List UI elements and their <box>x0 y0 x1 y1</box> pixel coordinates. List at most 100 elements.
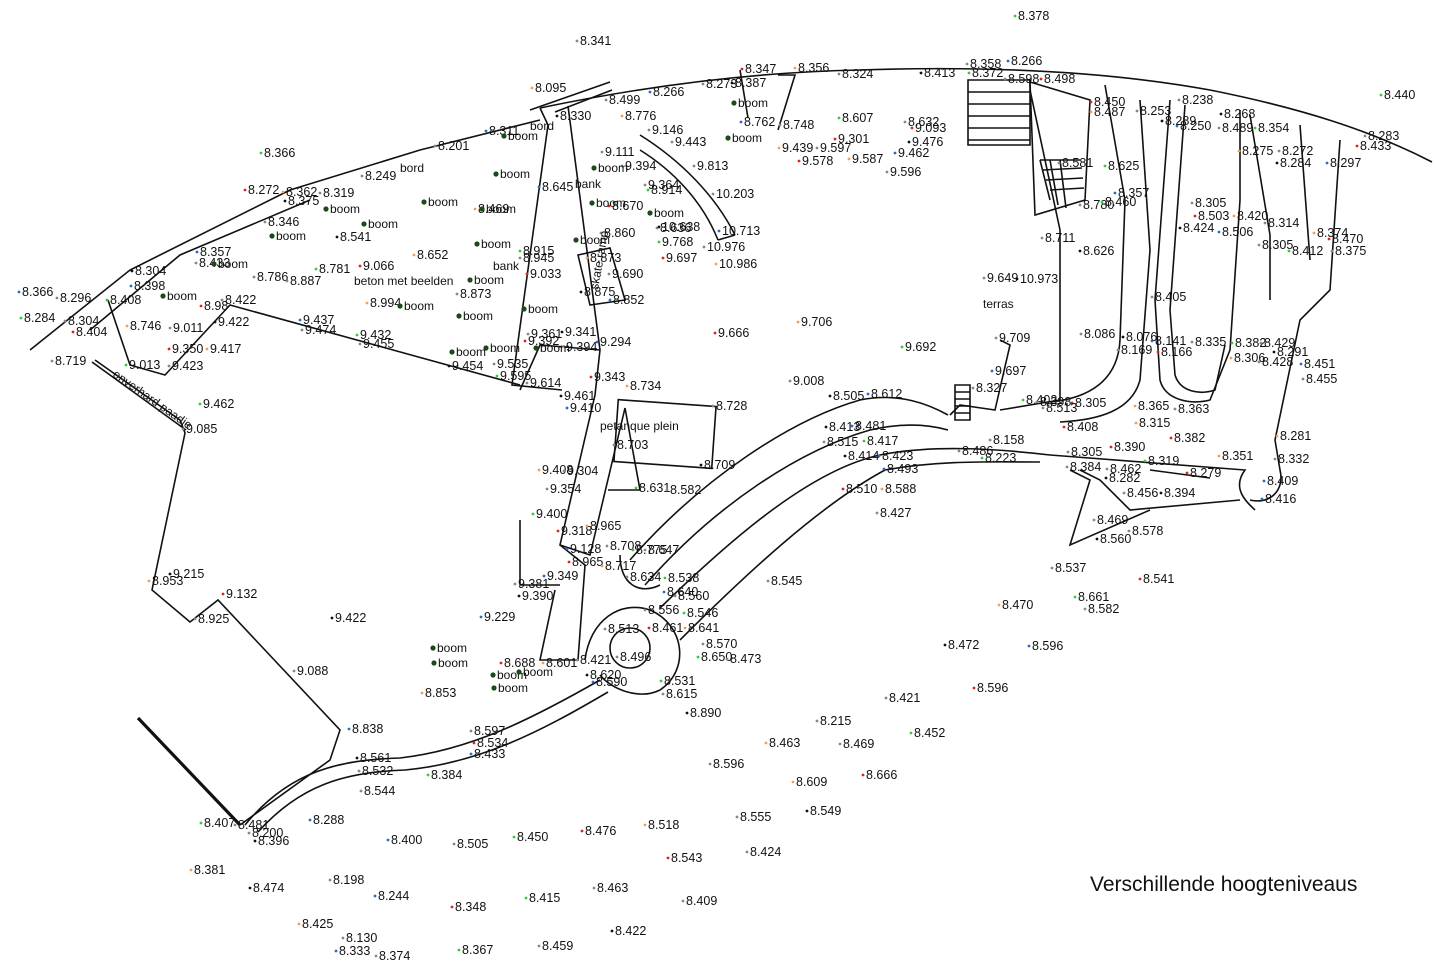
spot-height-dot <box>815 146 819 150</box>
spot-height: 8.440 <box>1379 88 1415 102</box>
spot-height: 10.638 <box>657 220 700 234</box>
spot-height: 8.423 <box>877 449 913 463</box>
tree-label: boom <box>438 656 468 670</box>
spot-height-dot <box>793 66 797 70</box>
spot-height-dot <box>355 756 359 760</box>
spot-height-value: 9.394 <box>566 340 597 354</box>
stair-lines <box>968 91 1030 141</box>
spot-height-value: 8.365 <box>1138 399 1169 413</box>
spot-height-value: 9.595 <box>500 369 531 383</box>
spot-height: 8.305 <box>1070 396 1106 410</box>
spot-height: 8.647 <box>643 543 679 557</box>
spot-height: 8.306 <box>1229 351 1265 365</box>
spot-height-value: 9.422 <box>335 611 366 625</box>
spot-height-value: 8.420 <box>1237 209 1268 223</box>
spot-height-value: 8.363 <box>1178 402 1209 416</box>
spot-height: 8.612 <box>866 387 902 401</box>
spot-height: 8.590 <box>591 675 627 689</box>
spot-height-value: 9.709 <box>999 331 1030 345</box>
tree-icon <box>491 685 497 691</box>
spot-height-value: 9.361 <box>531 327 562 341</box>
tree-icon <box>490 672 496 678</box>
spot-height-dot <box>314 267 318 271</box>
diagonal-path-outer-2 <box>659 447 1051 609</box>
spot-height: 8.374 <box>1312 226 1348 240</box>
spot-height-value: 8.498 <box>1044 72 1075 86</box>
spot-height-value: 9.768 <box>662 235 693 249</box>
spot-height-dot <box>643 548 647 552</box>
spot-height-dot <box>610 929 614 933</box>
spot-height-dot <box>866 392 870 396</box>
spot-height: 8.762 <box>739 115 775 129</box>
spot-height-value: 8.780 <box>1083 198 1114 212</box>
spot-height: 8.422 <box>610 924 646 938</box>
spot-height-value: 10.713 <box>722 224 760 238</box>
spot-height-value: 8.398 <box>134 279 165 293</box>
spot-height-dot <box>283 199 287 203</box>
spot-height-value: 8.631 <box>639 481 670 495</box>
spot-height-value: 8.223 <box>985 451 1016 465</box>
spot-height-dot <box>129 284 133 288</box>
spot-height-value: 8.925 <box>198 612 229 626</box>
spot-height-dot <box>580 829 584 833</box>
spot-height-dot <box>1073 595 1077 599</box>
spot-height-value: 8.200 <box>252 826 283 840</box>
spot-height-value: 9.535 <box>497 357 528 371</box>
tree-marker: boom <box>573 233 610 247</box>
spot-height-dot <box>1173 407 1177 411</box>
spot-height-dot <box>714 262 718 266</box>
spot-height-value: 8.396 <box>258 834 289 848</box>
spot-height-value: 8.746 <box>130 319 161 333</box>
spot-height-value: 8.413 <box>924 66 955 80</box>
spot-height-value: 9.215 <box>173 567 204 581</box>
spot-height-dot <box>592 886 596 890</box>
spot-height-dot <box>347 727 351 731</box>
spot-height-dot <box>1177 98 1181 102</box>
tree-label: boom <box>498 681 528 695</box>
spot-height-dot <box>298 318 302 322</box>
spot-height: 9.595 <box>495 369 531 383</box>
spot-height: 8.305 <box>1190 196 1226 210</box>
spot-height-dot <box>943 643 947 647</box>
spot-height: 8.925 <box>193 612 229 626</box>
spot-height: 8.860 <box>599 226 635 240</box>
spot-height: 8.462 <box>1105 462 1141 476</box>
spot-height-value: 8.402 <box>1026 393 1057 407</box>
spot-height: 8.588 <box>880 482 916 496</box>
spot-height-dot <box>745 850 749 854</box>
spot-height-value: 8.378 <box>1018 9 1049 23</box>
spot-height: 8.311 <box>484 124 519 138</box>
spot-height-value: 8.244 <box>378 889 409 903</box>
spot-height-value: 9.085 <box>186 422 217 436</box>
spot-height-dot <box>1116 348 1120 352</box>
tree-marker: boom <box>589 196 626 210</box>
spot-height: 8.198 <box>328 873 364 887</box>
spot-height-value: 8.570 <box>706 637 737 651</box>
spot-height: 8.324 <box>837 67 873 81</box>
spot-height-value: 8.597 <box>474 724 505 738</box>
spot-height-value: 9.392 <box>528 334 559 348</box>
spot-height-dot <box>1175 124 1179 128</box>
north-boundary-line <box>539 67 1433 163</box>
spot-height-value: 8.481 <box>238 818 269 832</box>
spot-height-value: 8.421 <box>580 653 611 667</box>
spot-height-dot <box>982 276 986 280</box>
spot-height-value: 9.454 <box>452 359 483 373</box>
spot-height: 8.549 <box>805 804 841 818</box>
spot-height-dot <box>778 123 782 127</box>
spot-height-dot <box>328 878 332 882</box>
south-east-edge-2 <box>1079 469 1241 511</box>
spot-height-dot <box>605 544 609 548</box>
tree-label: boom <box>368 217 398 231</box>
spot-height-value: 8.734 <box>630 379 661 393</box>
spot-height-value: 8.493 <box>887 462 918 476</box>
spot-height-value: 8.776 <box>625 109 656 123</box>
spot-height-value: 8.915 <box>523 244 554 258</box>
spot-height-dot <box>1100 200 1104 204</box>
spot-height-value: 8.615 <box>666 687 697 701</box>
spot-height-value: 8.647 <box>648 543 679 557</box>
spot-height: 9.111 <box>600 145 634 159</box>
spot-height: 9.304 <box>562 464 598 478</box>
curved-ramp-end <box>717 234 736 241</box>
east-wall-5 <box>1299 124 1311 261</box>
